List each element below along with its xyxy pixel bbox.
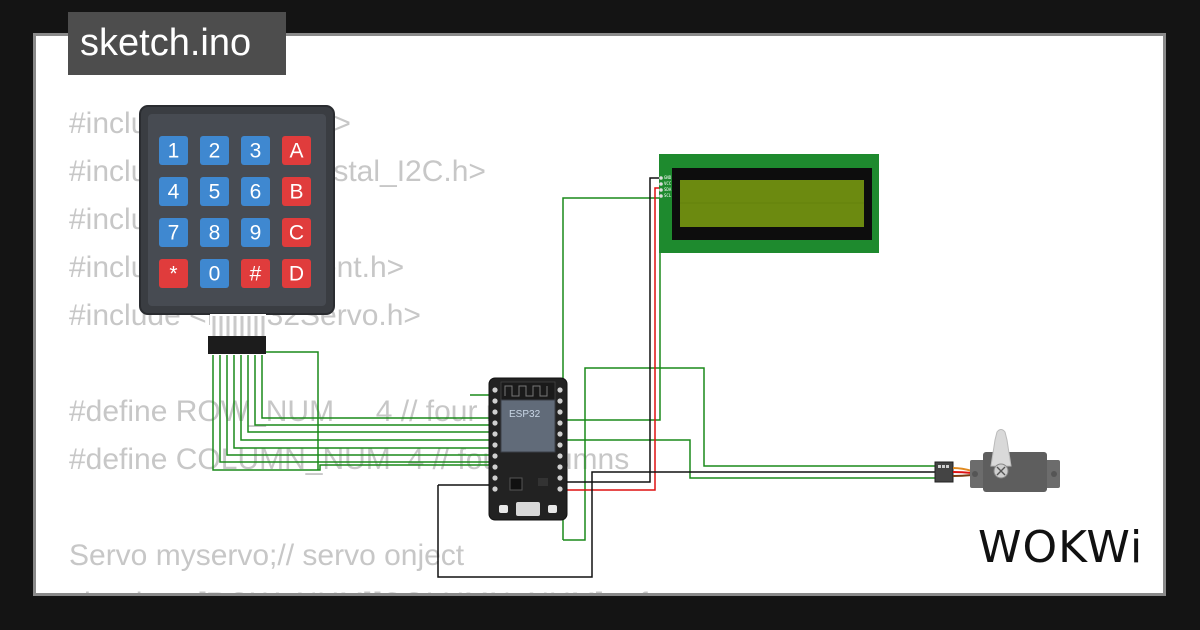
keypad-key-face[interactable] bbox=[241, 259, 270, 288]
lcd-pin-label: SDA bbox=[664, 187, 672, 192]
keypad-key[interactable]: # bbox=[241, 259, 270, 288]
keypad-key-label: D bbox=[289, 263, 304, 286]
keypad-key-face[interactable] bbox=[159, 177, 188, 206]
keypad-key[interactable]: D bbox=[282, 259, 311, 288]
keypad-key-face[interactable] bbox=[159, 218, 188, 247]
keypad-key-label: 3 bbox=[250, 140, 262, 163]
keypad-key[interactable]: 3 bbox=[241, 136, 270, 165]
keypad-key[interactable]: 0 bbox=[200, 259, 229, 288]
keypad-key-face[interactable] bbox=[282, 136, 311, 165]
servo-motor[interactable] bbox=[934, 429, 1060, 493]
keypad-key[interactable]: C bbox=[282, 218, 311, 247]
close-icon bbox=[996, 466, 1006, 476]
keypad-key-label: A bbox=[289, 140, 303, 163]
keypad-key[interactable]: 7 bbox=[159, 218, 188, 247]
keypad-key-face[interactable] bbox=[200, 218, 229, 247]
keypad-key-label: 4 bbox=[168, 181, 180, 204]
keypad-key-label: 6 bbox=[250, 181, 262, 204]
keypad-key[interactable]: 4 bbox=[159, 177, 188, 206]
keypad-key-face[interactable] bbox=[200, 259, 229, 288]
keypad-key-face[interactable] bbox=[282, 218, 311, 247]
esp32-label: ESP32 bbox=[509, 409, 541, 420]
esp32-board[interactable]: ESP32 bbox=[488, 377, 568, 521]
keypad-key-label: # bbox=[250, 263, 262, 286]
keypad-key-face[interactable] bbox=[241, 218, 270, 247]
keypad-key-label: 8 bbox=[209, 222, 221, 245]
keypad-key[interactable]: 1 bbox=[159, 136, 188, 165]
code-line: char keys[ROW_NUM][COLUMN_NUM] = { bbox=[69, 584, 648, 593]
keypad-key[interactable]: 6 bbox=[241, 177, 270, 206]
lcd-pin-label: SCL bbox=[664, 193, 672, 198]
lcd-pin-label: VCC bbox=[664, 181, 672, 186]
code-line: Servo myservo;// servo onject bbox=[69, 539, 465, 572]
lcd-pins: GND VCC SDA SCL bbox=[659, 175, 672, 198]
keypad-key-face[interactable] bbox=[241, 177, 270, 206]
keypad-wires bbox=[212, 351, 490, 471]
keypad-key[interactable]: 9 bbox=[241, 218, 270, 247]
keypad-key-label: B bbox=[289, 181, 303, 204]
keypad-key-label: 9 bbox=[250, 222, 262, 245]
keypad-key-label: 1 bbox=[168, 140, 180, 163]
lcd-pin-label: GND bbox=[664, 175, 672, 180]
keypad-key-face[interactable] bbox=[200, 136, 229, 165]
keypad-key-label: * bbox=[169, 263, 177, 286]
keypad-key-label: 0 bbox=[209, 263, 221, 286]
keypad-key-face[interactable] bbox=[159, 136, 188, 165]
keypad-key-label: 7 bbox=[168, 222, 180, 245]
file-title-tab[interactable]: sketch.ino bbox=[68, 12, 286, 75]
keypad-key[interactable]: B bbox=[282, 177, 311, 206]
keypad-connector bbox=[208, 314, 266, 354]
keypad-key-label: 2 bbox=[209, 140, 221, 163]
keypad-key[interactable]: A bbox=[282, 136, 311, 165]
keypad-key[interactable]: * bbox=[159, 259, 188, 288]
keypad-key-face[interactable] bbox=[282, 177, 311, 206]
keypad-key[interactable]: 2 bbox=[200, 136, 229, 165]
keypad-key[interactable]: 8 bbox=[200, 218, 229, 247]
wokwi-logo: WOKWi bbox=[978, 522, 1144, 573]
keypad-key-face[interactable] bbox=[241, 136, 270, 165]
lcd-display[interactable]: GND VCC SDA SCL bbox=[659, 154, 879, 253]
keypad-key-label: 5 bbox=[209, 181, 221, 204]
keypad-key[interactable]: 5 bbox=[200, 177, 229, 206]
keypad-key-face[interactable] bbox=[200, 177, 229, 206]
keypad-key-face[interactable] bbox=[159, 259, 188, 288]
keypad-key-face[interactable] bbox=[282, 259, 311, 288]
keypad[interactable]: 1 2 3 A 4 5 6 B 7 8 9 C * 0 # D bbox=[139, 105, 335, 354]
keypad-key-label: C bbox=[289, 222, 304, 245]
